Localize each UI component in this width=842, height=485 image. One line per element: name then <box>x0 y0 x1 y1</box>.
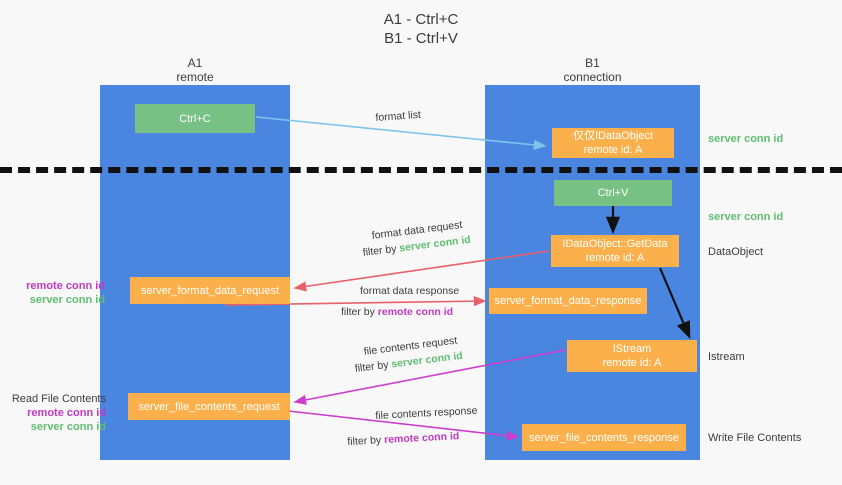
column-header-a1: A1 remote <box>100 56 290 84</box>
node-server-format-data-response[interactable]: server_format_data_response <box>489 288 647 314</box>
title-line-2: B1 - Ctrl+V <box>384 30 458 47</box>
column-a1-name: A1 <box>187 56 203 70</box>
label-conn-ids-format: remote conn id server conn id <box>10 279 105 307</box>
node-ctrl-v[interactable]: Ctrl+V <box>554 180 672 206</box>
label-conn-ids-file: Read File Contents remote conn id server… <box>8 392 106 434</box>
column-a1-role: remote <box>176 70 214 84</box>
label-remote-conn-id-2: remote conn id <box>27 407 106 419</box>
node-server-file-contents-response-label: server_file_contents_response <box>529 431 679 444</box>
filter-value-remote-conn-id-2: remote conn id <box>383 430 460 447</box>
node-server-format-data-request[interactable]: server_format_data_request <box>130 277 290 304</box>
title-line-1: A1 - Ctrl+C <box>383 11 459 28</box>
label-remote-conn-id-1: remote conn id <box>26 280 105 292</box>
phase-divider <box>0 167 842 173</box>
column-b1-role: connection <box>563 70 622 84</box>
edge-label-file-contents-response: file contents response <box>375 404 478 422</box>
edge-label-filter-remote-conn-id-1: filter by remote conn id <box>341 305 453 319</box>
edge-label-format-data-response: format data response <box>360 285 460 297</box>
node-idataobject-line2: remote id: A <box>583 144 643 156</box>
node-getdata[interactable]: IDataObject::GetData remote id: A <box>551 235 679 267</box>
node-ctrl-c-label: Ctrl+C <box>179 112 211 125</box>
label-dataobject: DataObject <box>708 246 764 258</box>
node-istream[interactable]: IStream remote id: A <box>567 340 697 372</box>
node-idataobject-line1: 仅仅IDataObject <box>572 130 654 142</box>
label-server-conn-id-mid: server conn id <box>708 211 784 223</box>
column-b1-name: B1 <box>585 56 600 70</box>
node-getdata-line1: IDataObject::GetData <box>562 238 668 250</box>
node-istream-line1: IStream <box>612 343 652 355</box>
label-server-conn-id-left-1: server conn id <box>29 294 105 306</box>
node-idataobject[interactable]: 仅仅IDataObject remote id: A <box>552 128 674 158</box>
column-header-b1: B1 connection <box>485 56 700 84</box>
filter-prefix-4: filter by <box>347 434 385 448</box>
label-server-conn-id-left-2: server conn id <box>30 421 106 433</box>
node-server-format-data-request-label: server_format_data_request <box>140 284 280 297</box>
node-ctrl-v-label: Ctrl+V <box>597 187 629 199</box>
node-server-file-contents-request[interactable]: server_file_contents_request <box>128 393 290 420</box>
filter-prefix-2: filter by <box>341 306 378 318</box>
page-title: A1 - Ctrl+C B1 - Ctrl+V <box>0 10 842 48</box>
node-getdata-line2: remote id: A <box>585 252 645 264</box>
label-server-conn-id-top: server conn id <box>708 133 784 145</box>
edge-label-filter-remote-conn-id-2: filter by remote conn id <box>347 429 460 449</box>
node-ctrl-c[interactable]: Ctrl+C <box>135 104 255 133</box>
node-server-file-contents-request-label: server_file_contents_request <box>138 400 280 413</box>
edge-label-format-list: format list <box>375 108 422 124</box>
node-server-file-contents-response[interactable]: server_file_contents_response <box>522 424 686 451</box>
filter-prefix-1: filter by <box>362 242 401 259</box>
node-server-format-data-response-label: server_format_data_response <box>494 295 642 307</box>
node-istream-line2: remote id: A <box>602 357 662 369</box>
label-read-file-contents: Read File Contents <box>11 393 106 405</box>
filter-prefix-3: filter by <box>354 358 393 375</box>
label-istream: Istream <box>708 351 745 363</box>
filter-value-remote-conn-id-1: remote conn id <box>377 306 454 318</box>
label-write-file-contents: Write File Contents <box>708 432 802 444</box>
